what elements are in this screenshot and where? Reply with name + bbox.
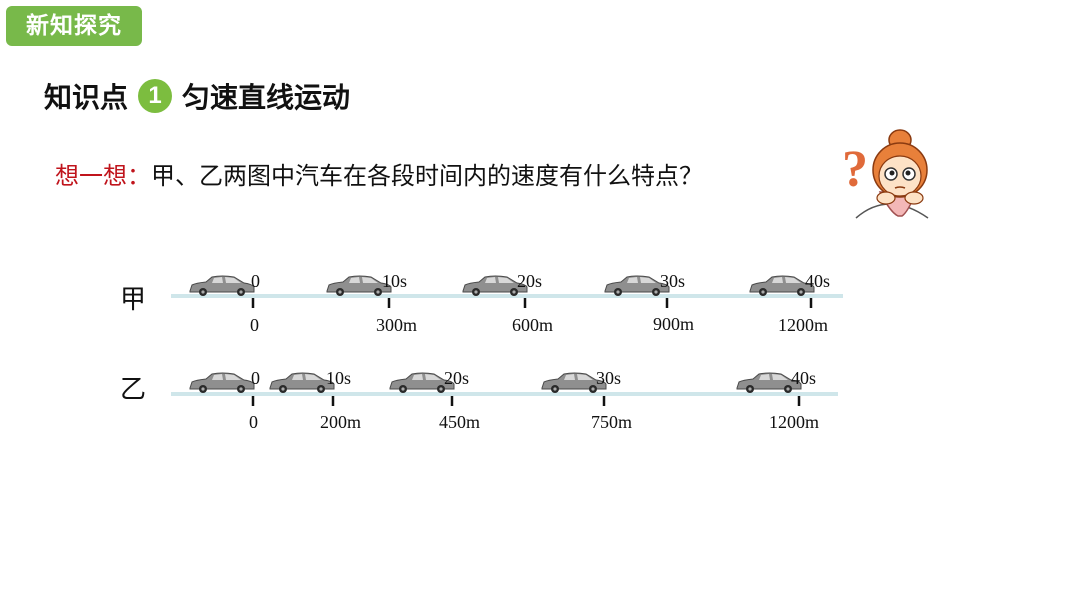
distance-label: 300m <box>376 315 417 335</box>
track-row-jia: 0 10s 20s 30s 40s 0 300m 600m 900m 1200m <box>171 271 843 335</box>
road-line <box>171 294 843 298</box>
time-label: 30s <box>660 271 685 291</box>
time-label: 40s <box>791 368 816 388</box>
section-tag: 新知探究 <box>6 6 142 46</box>
car-icon <box>189 372 255 394</box>
distance-label: 0 <box>249 412 258 432</box>
road-line <box>171 392 838 396</box>
thinking-girl-illustration: ? <box>842 129 929 219</box>
distance-label: 200m <box>320 412 361 432</box>
distance-label: 750m <box>591 412 632 432</box>
distance-label: 600m <box>512 315 553 335</box>
row-label-yi: 乙 <box>120 375 147 405</box>
time-label: 0 <box>251 271 260 291</box>
car-icon <box>269 372 335 394</box>
time-label: 40s <box>805 271 830 291</box>
question-text: 甲、乙两图中汽车在各段时间内的速度有什么特点？ <box>151 162 703 190</box>
question-mark-icon: ? <box>842 141 868 198</box>
car-icon <box>189 275 255 297</box>
distance-label: 1200m <box>769 412 819 432</box>
time-label: 30s <box>596 368 621 388</box>
time-label: 0 <box>251 368 260 388</box>
time-label: 20s <box>444 368 469 388</box>
distance-label: 450m <box>439 412 480 432</box>
distance-label: 900m <box>653 314 694 334</box>
time-label: 10s <box>382 271 407 291</box>
title-prefix: 知识点 <box>44 81 129 114</box>
page-title: 知识点 1 匀速直线运动 <box>44 74 350 118</box>
distance-label: 0 <box>250 315 259 335</box>
question-prompt: 想一想：甲、乙两图中汽车在各段时间内的速度有什么特点？ <box>55 156 703 191</box>
knowledge-point-number-badge: 1 <box>138 79 173 113</box>
time-label: 10s <box>326 368 351 388</box>
track-row-yi: 0 10s 20s 30s 40s 0 200m 450m 750m 1200m <box>171 368 838 432</box>
distance-label: 1200m <box>778 315 828 335</box>
question-label: 想一想： <box>55 162 151 190</box>
time-label: 20s <box>517 271 542 291</box>
title-text: 匀速直线运动 <box>182 81 351 114</box>
row-label-jia: 甲 <box>120 285 147 315</box>
